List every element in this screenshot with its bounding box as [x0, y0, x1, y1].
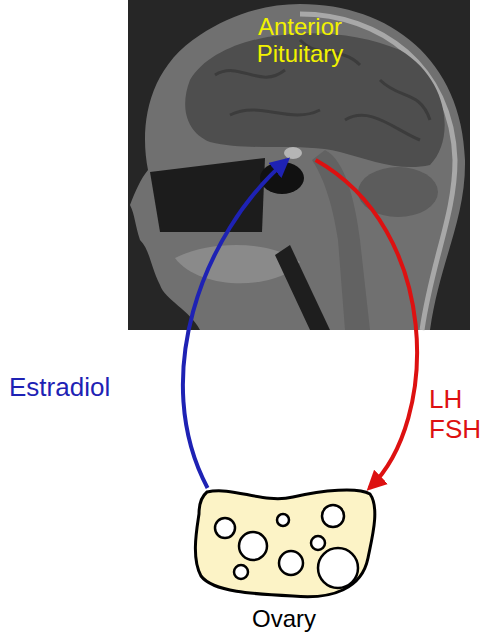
- follicle: [277, 514, 289, 526]
- hormone-arrow: [316, 160, 417, 488]
- airway: [275, 245, 330, 330]
- organ-label: Anterior Pituitary: [257, 14, 344, 68]
- pituitary-gland: [284, 147, 302, 159]
- follicle: [239, 532, 267, 560]
- ovary-body: [195, 490, 374, 597]
- hormone-arrow: [183, 160, 287, 488]
- follicle: [279, 551, 303, 575]
- head-silhouette: [130, 4, 465, 330]
- follicle: [311, 536, 325, 550]
- follicle: [318, 548, 358, 588]
- follicle: [215, 518, 235, 538]
- hormone-label: LH FSH: [426, 384, 484, 446]
- nasal-cavity: [150, 158, 265, 232]
- organ-name: Ovary: [193, 606, 375, 633]
- label-holder: Ovary: [193, 606, 375, 633]
- pituitary-region: Anterior Pituitary: [235, 14, 365, 160]
- follicle: [322, 505, 344, 527]
- ovary-outline: [193, 488, 375, 600]
- hormone-label: Estradiol: [6, 372, 113, 404]
- follicle: [234, 565, 248, 579]
- mri-background: [128, 0, 470, 330]
- ovary-node: Ovary: [193, 488, 375, 635]
